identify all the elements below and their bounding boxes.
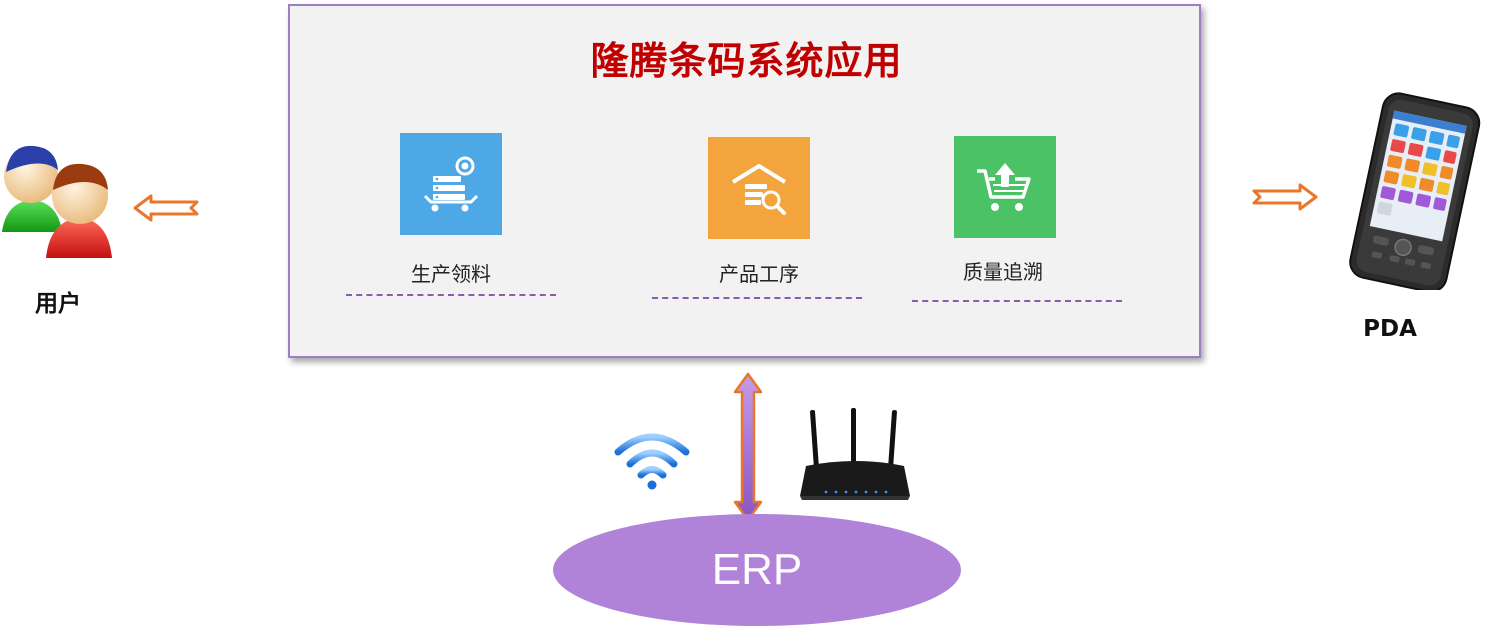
production-material-tile[interactable]: [400, 133, 502, 235]
pda-label: PDA: [1363, 316, 1417, 342]
module-label-product-process: 产品工序: [719, 262, 799, 286]
wifi-icon: [612, 428, 692, 492]
system-title: 隆腾条码系统应用: [590, 39, 903, 83]
module-label-production-material: 生产领料: [411, 262, 491, 286]
users-icon: [0, 140, 118, 262]
pda-device-icon: [1336, 92, 1488, 293]
warehouse-search-icon: [731, 164, 787, 215]
module-divider: [652, 297, 862, 299]
module-divider: [912, 300, 1122, 302]
quality-trace-tile[interactable]: [954, 136, 1056, 238]
module-label-quality-trace: 质量追溯: [963, 260, 1043, 284]
left-arrow-icon: [133, 194, 199, 222]
cart-upload-icon: [977, 163, 1031, 211]
vertical-link-arrow-icon: [733, 372, 763, 522]
user-label: 用户: [35, 291, 81, 317]
server-cart-icon: [423, 156, 479, 212]
module-divider: [346, 294, 556, 296]
right-arrow-icon: [1252, 183, 1318, 211]
system-panel: 隆腾条码系统应用 生产领料 产品工序: [288, 4, 1201, 358]
product-process-tile[interactable]: [708, 137, 810, 239]
router-icon: [796, 404, 914, 504]
erp-node: ERP: [553, 514, 961, 626]
erp-label: ERP: [711, 545, 803, 594]
